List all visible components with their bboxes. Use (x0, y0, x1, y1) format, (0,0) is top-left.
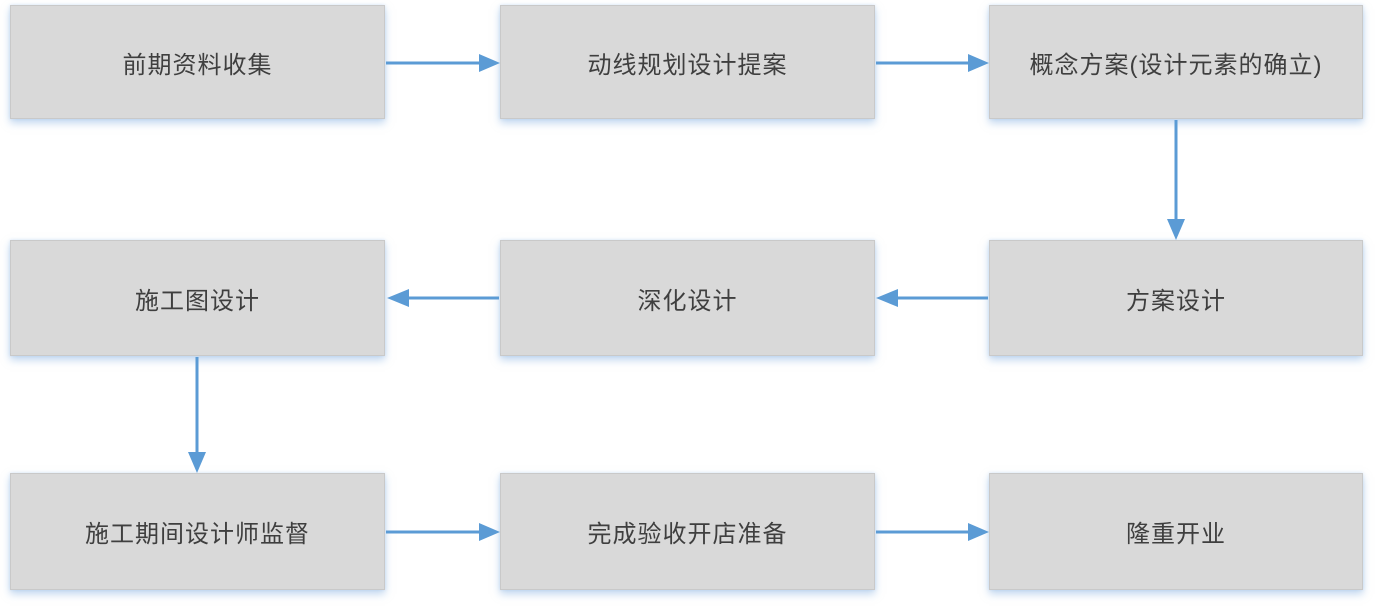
node-acceptance: 完成验收开店准备 (500, 473, 875, 590)
node-acceptance-label: 完成验收开店准备 (587, 521, 788, 548)
arrow-scheme-to-deepen (876, 289, 988, 307)
node-drawing-label: 施工图设计 (135, 287, 260, 315)
node-deepen-label: 深化设计 (637, 287, 738, 315)
node-opening: 隆重开业 (989, 473, 1363, 590)
node-opening-label: 隆重开业 (1126, 521, 1226, 548)
node-concept: 概念方案(设计元素的确立) (989, 5, 1363, 119)
node-scheme: 方案设计 (989, 240, 1363, 356)
arrow-collect-to-circulation (386, 54, 500, 72)
node-collect-label: 前期资料收集 (122, 51, 273, 79)
node-circulation: 动线规划设计提案 (500, 5, 875, 119)
arrow-acceptance-to-opening (876, 523, 989, 541)
node-collect: 前期资料收集 (10, 5, 385, 119)
node-deepen: 深化设计 (500, 240, 875, 356)
node-scheme-label: 方案设计 (1126, 287, 1226, 315)
arrow-deepen-to-drawing (387, 289, 499, 307)
node-supervise: 施工期间设计师监督 (10, 473, 385, 590)
arrow-drawing-to-supervise (188, 357, 206, 473)
node-drawing: 施工图设计 (10, 240, 385, 356)
arrow-concept-to-scheme (1167, 120, 1185, 240)
node-circulation-label: 动线规划设计提案 (587, 51, 788, 79)
node-supervise-label: 施工期间设计师监督 (85, 521, 310, 548)
node-concept-label: 概念方案(设计元素的确立) (1029, 51, 1323, 79)
arrow-supervise-to-acceptance (386, 523, 500, 541)
arrow-circulation-to-concept (876, 54, 989, 72)
